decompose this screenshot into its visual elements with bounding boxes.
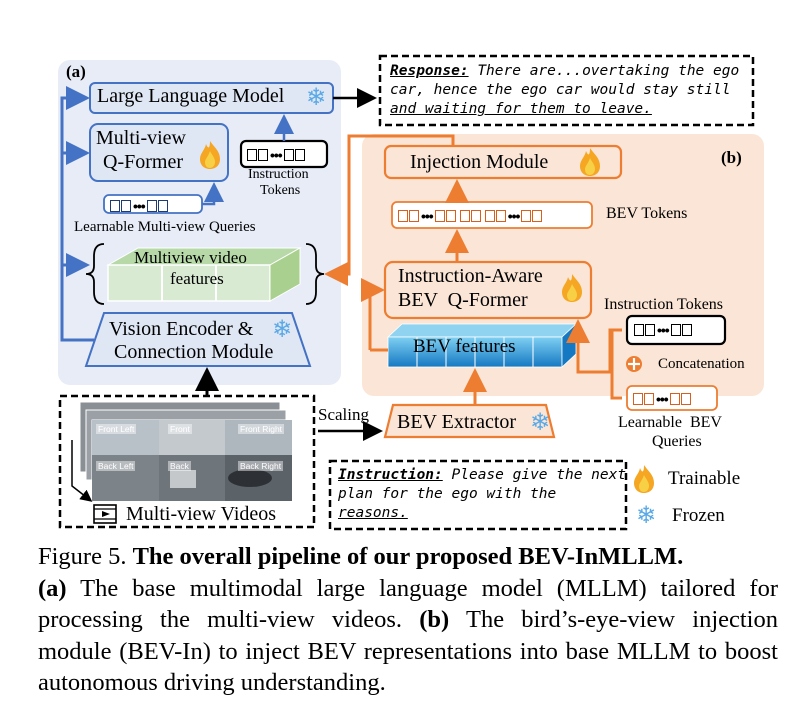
vision-encoder-box bbox=[84, 312, 312, 367]
qformer-label-1: Multi-view bbox=[96, 127, 186, 149]
arrow-injection-to-features bbox=[324, 134, 455, 286]
qformer-label-2: Q-Former bbox=[103, 151, 183, 173]
instruction-line-1: Please give the next bbox=[451, 467, 627, 483]
caption-b-label: (b) bbox=[419, 606, 450, 633]
instruction-line-3: reasons. bbox=[338, 505, 408, 521]
concat-bracket bbox=[610, 328, 622, 400]
bev-tokens-label: BEV Tokens bbox=[606, 205, 688, 222]
panel-b-label: (b) bbox=[721, 148, 742, 167]
bev-tokens-squares: •••••• bbox=[398, 208, 543, 224]
qformer-box bbox=[89, 123, 229, 182]
scaling-label: Scaling bbox=[318, 405, 369, 424]
response-line-2: car, hence the ego car would stay still bbox=[390, 82, 731, 98]
concatenation-label: Concatenation bbox=[658, 356, 745, 372]
caption-b-text: The bird’s-eye-view injection module (BE… bbox=[38, 606, 778, 696]
snowflake-icon-extractor: ❄ bbox=[530, 408, 551, 436]
bev-extractor-box bbox=[383, 403, 556, 439]
bev-features-label: BEV features bbox=[413, 336, 516, 357]
vision-encoder-label-2: Connection Module bbox=[114, 341, 274, 363]
video-features-blocks bbox=[106, 247, 302, 302]
iabq-label-2: BEV Q-Former bbox=[398, 289, 528, 311]
instruction-tokens-b-label: Instruction Tokens bbox=[604, 296, 724, 313]
flame-icon-qformer bbox=[200, 141, 220, 169]
video-file-icon bbox=[93, 504, 117, 524]
response-text: Response: There are...overtaking the ego… bbox=[390, 62, 739, 119]
learnable-queries-squares: ••• bbox=[110, 198, 168, 214]
instruction-tokens-label-2: Tokens bbox=[260, 183, 301, 198]
flame-icon-legend bbox=[634, 465, 654, 493]
video-features-label-2: features bbox=[170, 269, 224, 288]
learnable-bev-squares: ••• bbox=[633, 391, 691, 407]
legend-trainable: Trainable bbox=[668, 468, 741, 489]
arrow-queries-to-qformer bbox=[202, 182, 224, 206]
bev-extractor-label: BEV Extractor bbox=[397, 411, 517, 433]
snowflake-icon-legend: ❄ bbox=[636, 501, 657, 529]
flame-icon-iabq bbox=[562, 274, 582, 302]
llm-label: Large Language Model bbox=[97, 85, 285, 107]
response-box bbox=[378, 54, 755, 127]
iabq-label-1: Instruction-Aware bbox=[398, 265, 543, 287]
caption-a-text: The base multimodal large language model… bbox=[38, 574, 778, 634]
learnable-bev-label-2: Queries bbox=[652, 433, 702, 450]
view-back-right: Back Right bbox=[238, 461, 284, 471]
caption-prefix: Figure 5. bbox=[38, 543, 133, 570]
snowflake-icon-llm: ❄ bbox=[306, 83, 327, 111]
response-label: Response: bbox=[390, 63, 469, 79]
vision-encoder-label-1: Vision Encoder & bbox=[109, 318, 254, 340]
learnable-queries-label: Learnable Multi-view Queries bbox=[74, 219, 256, 235]
arrow-bev-to-iabq bbox=[361, 278, 385, 350]
instruction-tokens-label-1: Instruction bbox=[248, 167, 309, 182]
view-front-right: Front Right bbox=[238, 424, 285, 434]
caption-title: The overall pipeline of our proposed BEV… bbox=[132, 543, 684, 570]
instruction-text: Instruction: Please give the next plan f… bbox=[338, 466, 626, 523]
view-front: Front bbox=[168, 424, 192, 434]
view-back-left: Back Left bbox=[96, 461, 136, 471]
view-back: Back bbox=[168, 461, 191, 471]
view-front-left: Front Left bbox=[96, 424, 137, 434]
snowflake-icon-encoder: ❄ bbox=[272, 315, 293, 343]
response-line-3: and waiting for them to leave. bbox=[390, 101, 652, 117]
learnable-bev-label-1: Learnable BEV bbox=[618, 414, 722, 431]
video-features-label-1: Multiview video bbox=[134, 248, 247, 267]
injection-module-box bbox=[383, 144, 623, 180]
instruction-line-2: plan for the ego with the bbox=[338, 486, 557, 502]
videos-caption: Multi-view Videos bbox=[126, 503, 277, 525]
instruction-tokens-squares: ••• bbox=[247, 147, 305, 163]
response-line-1: There are...overtaking the ego bbox=[477, 63, 740, 79]
flame-icon-injection bbox=[580, 148, 600, 176]
arrow-stack-depth bbox=[71, 440, 93, 502]
arrow-qformer-to-llm bbox=[60, 86, 90, 153]
injection-module-label: Injection Module bbox=[410, 151, 549, 173]
instruction-tokens-b-squares: ••• bbox=[634, 322, 692, 338]
caption-a-label: (a) bbox=[38, 574, 67, 602]
instruction-label: Instruction: bbox=[338, 467, 443, 483]
video-view-labels: Front Left Front Front Right Back Left B… bbox=[92, 421, 292, 501]
instruction-box bbox=[328, 459, 628, 531]
figure-caption: Figure 5. The overall pipeline of our pr… bbox=[38, 541, 778, 699]
video-frame-stack bbox=[79, 401, 293, 501]
legend-frozen: Frozen bbox=[672, 505, 725, 526]
iabq-box bbox=[383, 260, 593, 320]
arrow-ve-to-features bbox=[60, 253, 94, 342]
panel-a-label: (a) bbox=[66, 62, 86, 81]
